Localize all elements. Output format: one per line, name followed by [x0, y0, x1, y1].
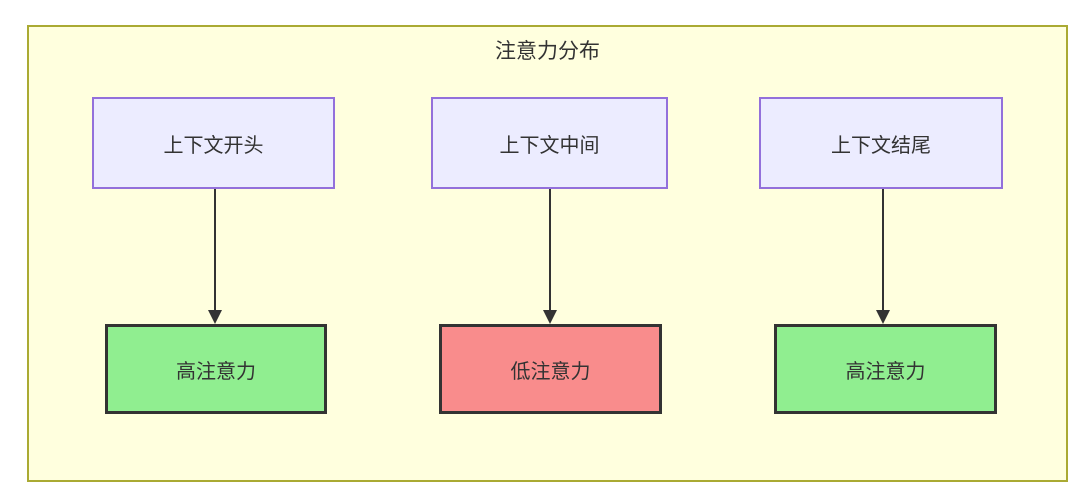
arrow-down-icon — [876, 189, 890, 324]
node-context-start: 上下文开头 — [92, 97, 335, 189]
node-low-attention: 低注意力 — [439, 324, 662, 414]
arrow-down-icon — [543, 189, 557, 324]
diagram-title: 注意力分布 — [495, 40, 600, 63]
node-label: 高注意力 — [845, 360, 926, 383]
node-context-end: 上下文结尾 — [759, 97, 1003, 189]
node-label: 上下文中间 — [499, 134, 600, 157]
node-label: 高注意力 — [176, 360, 256, 383]
node-high-attention-1: 高注意力 — [105, 324, 327, 414]
node-context-middle: 上下文中间 — [431, 97, 668, 189]
node-label: 低注意力 — [510, 360, 591, 383]
attention-distribution-diagram: 注意力分布 上下文开头 高注意力 上下文中间 低注意力 上下文结尾 高注意力 — [27, 25, 1068, 482]
node-high-attention-2: 高注意力 — [774, 324, 997, 414]
node-label: 上下文开头 — [163, 134, 264, 157]
arrow-down-icon — [208, 189, 222, 324]
node-label: 上下文结尾 — [831, 134, 931, 157]
